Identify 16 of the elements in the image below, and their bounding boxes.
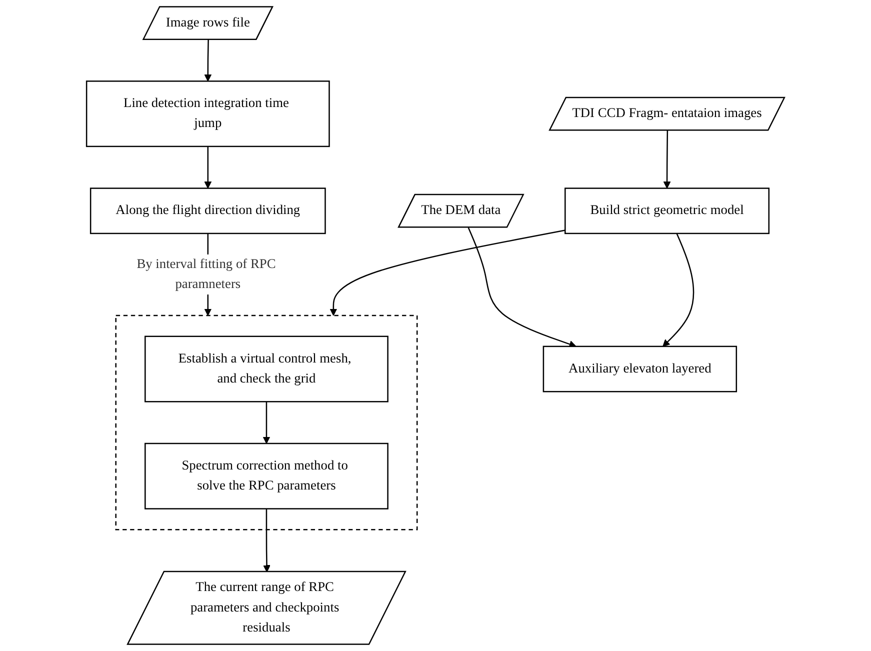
arrow [330,230,566,316]
arrow [204,146,212,189]
cluster [115,314,418,530]
arrow [662,233,694,347]
arrow [262,402,270,444]
edge-label: By interval fitting of RPC paramneters [136,256,276,292]
node-box: Along the flight direction dividing [90,188,326,234]
arrow [468,227,576,348]
arrow [263,508,270,572]
node-box: Auxiliary elevaton layered [542,346,738,392]
arrow [663,130,671,189]
arrow [204,40,212,82]
node-box: Establish a virtual control mesh, and check the grid [144,336,388,402]
node-box: Spectrum correction method to solve the RPC parameters [144,442,388,510]
node-box: Build strict geometric model [564,188,770,234]
node-box: Line detection integration time jump [86,80,330,148]
